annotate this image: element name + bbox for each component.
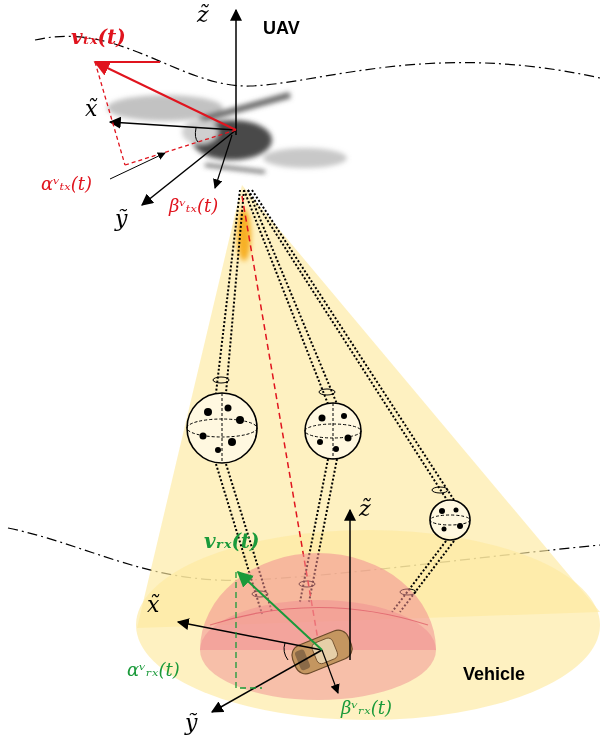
car-window: [294, 649, 311, 671]
dome-band: [210, 608, 428, 626]
axis-line: [142, 130, 236, 205]
scatterer: [341, 413, 347, 419]
uav-canopy: [182, 120, 218, 144]
ray-marker: [319, 389, 335, 395]
projection-line: [236, 572, 262, 688]
axis-label: x̃: [84, 96, 98, 121]
angle-label: αᵛᵣₓ(t): [126, 660, 181, 681]
velocity-label: vᵣₓ(t): [203, 530, 261, 553]
sphere-meridian: [222, 393, 223, 463]
sphere-equator: [430, 515, 470, 525]
scatterers: [200, 405, 245, 454]
velocity-vector: [238, 572, 322, 650]
scatterer: [317, 439, 323, 445]
axis-line: [235, 10, 237, 135]
projection-line: [125, 130, 236, 165]
angle-label: αᵛₜₓ(t): [40, 174, 93, 195]
axis-label: ỹ: [114, 206, 128, 231]
uav-skid: [205, 165, 265, 172]
angle-label: βᵛᵣₓ(t): [340, 698, 393, 719]
scatterer: [225, 405, 232, 412]
angle-pointer: [110, 153, 165, 179]
scatterer: [442, 527, 447, 532]
beam-footprint: [136, 530, 600, 720]
velocity-vector: [95, 61, 160, 63]
scatterers: [439, 508, 463, 532]
uav-picture: [107, 95, 347, 172]
axis-label: x̃: [146, 592, 160, 617]
scatterer: [345, 435, 352, 442]
ray: [248, 190, 447, 500]
scatterer: [215, 447, 221, 453]
scatterer-sphere: [430, 500, 470, 540]
platform-label: Vehicle: [462, 664, 526, 685]
uav-tail: [200, 95, 290, 120]
car-roof: [310, 637, 339, 666]
scatterer: [333, 446, 339, 452]
angle-arc: [284, 643, 288, 660]
sphere-outline: [187, 393, 257, 463]
axis-line: [110, 122, 236, 130]
scatterer: [236, 416, 244, 424]
scatterer-sphere: [187, 393, 257, 463]
axis-label: ỹ: [184, 710, 198, 735]
axis-line: [212, 650, 322, 712]
ray-marker: [213, 377, 229, 383]
rotor-blur: [263, 148, 347, 168]
car-body: [289, 627, 356, 677]
scatterer: [319, 415, 326, 422]
scatterer: [228, 438, 236, 446]
angle-pointer: [215, 135, 232, 188]
angle-pointer: [322, 650, 338, 693]
scatterer: [454, 508, 459, 513]
scatterer: [200, 433, 207, 440]
scatterer: [439, 508, 445, 514]
scatterer: [457, 523, 463, 529]
ray-marker: [432, 487, 448, 493]
scatterer-sphere: [305, 403, 361, 459]
velocity-label: vₜₓ(t): [70, 26, 127, 49]
projection-line: [95, 62, 125, 165]
angle-label: βᵛₜₓ(t): [168, 196, 219, 217]
scatterer: [204, 408, 212, 416]
ray: [252, 190, 454, 500]
ray: [248, 190, 337, 404]
axis-line: [178, 622, 322, 650]
platform-label: UAV: [262, 18, 301, 39]
velocity-vector: [95, 62, 236, 130]
axis-line: [349, 510, 351, 660]
ray: [244, 190, 328, 404]
axis-label: z̃: [196, 2, 210, 27]
scatterers: [317, 413, 352, 452]
axis-label: z̃: [358, 496, 372, 521]
sphere-meridian: [333, 403, 334, 459]
vehicle-picture: [289, 627, 356, 677]
angle-arc: [195, 128, 198, 142]
sphere-outline: [305, 403, 361, 459]
sphere-outline: [430, 500, 470, 540]
ray: [226, 190, 244, 393]
